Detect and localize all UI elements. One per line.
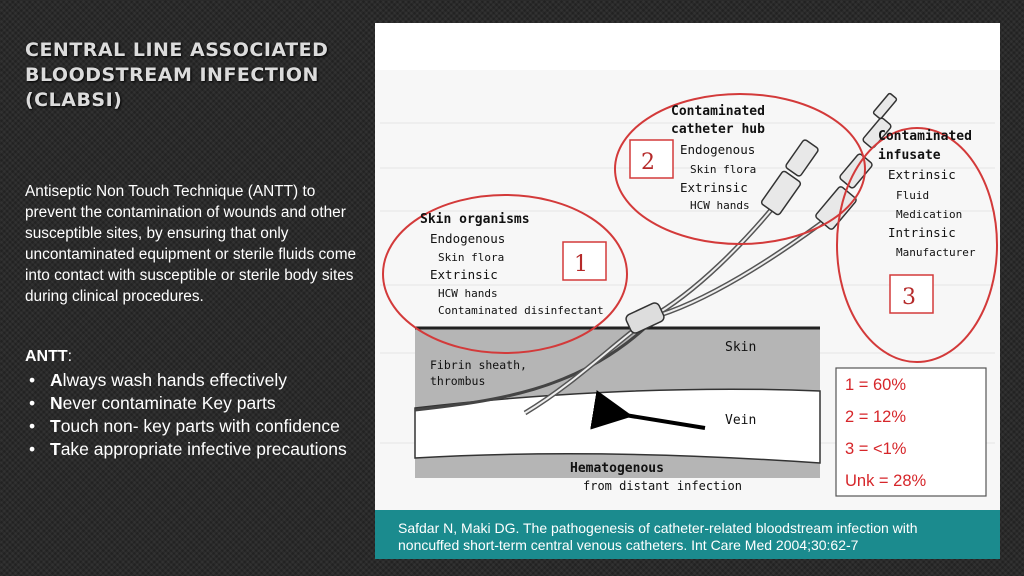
title-line-3: (CLABSI): [25, 89, 123, 111]
title-line-1: CENTRAL LINE ASSOCIATED: [25, 39, 329, 61]
hub-extr-sub: HCW hands: [690, 199, 750, 212]
skin-label: Skin: [725, 340, 756, 355]
vein-label: Vein: [725, 413, 756, 428]
caption-line-2: noncuffed short-term central venous cath…: [398, 537, 859, 553]
antt-heading: ANTT:: [25, 348, 72, 366]
catheter-hub-clamp: [625, 302, 665, 334]
skin-endo-sub: Skin flora: [438, 251, 504, 264]
antt-item-touch: • Touch non- key parts with confidence: [25, 415, 360, 438]
bullet-icon: •: [29, 416, 36, 436]
slide-title: CENTRAL LINE ASSOCIATED BLOODSTREAM INFE…: [25, 38, 345, 113]
num-box-1: [562, 241, 607, 281]
antt-text: lways wash hands effectively: [62, 370, 288, 390]
antt-item-take: • Take appropriate infective precautions: [25, 438, 360, 461]
antt-list: • Always wash hands effectively • Never co…: [25, 369, 360, 461]
hub-title-1: Contaminated: [671, 104, 765, 119]
antt-item-never: • Never contaminate Key parts: [25, 392, 360, 415]
antt-text: ouch non- key parts with confidence: [60, 416, 340, 436]
infusate-medication: Medication: [896, 208, 962, 221]
num-box-2: [629, 139, 674, 179]
fibrin-label-1: Fibrin sheath,: [430, 358, 527, 372]
skin-extr-sub-2: Contaminated disinfectant: [438, 304, 604, 317]
antt-initial: N: [50, 393, 63, 413]
infusate-title-1: Contaminated: [878, 129, 972, 144]
bullet-icon: •: [29, 439, 36, 459]
stat-1: 1 = 60%: [845, 376, 906, 394]
caption-line-1: Safdar N, Maki DG. The pathogenesis of c…: [398, 520, 918, 536]
infusate-fluid: Fluid: [896, 189, 929, 202]
infusate-manufacturer: Manufacturer: [896, 246, 976, 259]
circle-skin-organisms: [382, 194, 628, 354]
stat-2: 2 = 12%: [845, 408, 906, 426]
flow-arrow: [590, 390, 706, 430]
bullet-icon: •: [29, 393, 36, 413]
skin-extr: Extrinsic: [430, 267, 498, 282]
antt-heading-colon: :: [67, 348, 73, 365]
clabsi-figure: Contaminated catheter hub Endogenous Ski…: [375, 23, 1000, 559]
num-2: 2: [641, 150, 655, 175]
antt-initial: T: [50, 416, 61, 436]
skin-title: Skin organisms: [420, 212, 530, 227]
citation-caption: Safdar N, Maki DG. The pathogenesis of c…: [375, 510, 1000, 559]
hub-endo-sub: Skin flora: [690, 163, 756, 176]
stat-unk: Unk = 28%: [845, 472, 926, 490]
fibrin-label-2: thrombus: [430, 374, 485, 388]
infusate-title-2: infusate: [878, 148, 941, 163]
hemato-label-1: Hematogenous: [570, 461, 664, 476]
antt-text: ake appropriate infective precautions: [60, 439, 347, 459]
pathogenesis-diagram: Contaminated catheter hub Endogenous Ski…: [375, 70, 1000, 510]
hemato-label-2: from distant infection: [583, 479, 742, 493]
infusate-extr: Extrinsic: [888, 167, 956, 182]
hub-extr: Extrinsic: [680, 180, 748, 195]
stat-3: 3 = <1%: [845, 440, 907, 458]
antt-description: Antiseptic Non Touch Technique (ANTT) to…: [25, 183, 357, 305]
skin-extr-sub-1: HCW hands: [438, 287, 498, 300]
num-box-3: [889, 274, 934, 314]
antt-initial: T: [50, 439, 61, 459]
circle-infusate: [836, 127, 998, 363]
stats-box: [835, 367, 987, 497]
hub-endo: Endogenous: [680, 142, 755, 157]
num-3: 3: [902, 285, 916, 310]
num-1: 1: [574, 252, 588, 277]
skin-endo: Endogenous: [430, 231, 505, 246]
antt-heading-text: ANTT: [25, 348, 68, 365]
antt-item-always: • Always wash hands effectively: [25, 369, 360, 392]
title-line-2: BLOODSTREAM INFECTION: [25, 64, 319, 86]
antt-initial: A: [50, 370, 63, 390]
fibrin-sheath: [414, 326, 647, 412]
infusate-intr: Intrinsic: [888, 225, 956, 240]
hub-title-2: catheter hub: [671, 122, 765, 137]
circle-catheter-hub: [614, 93, 866, 245]
antt-text: ever contaminate Key parts: [62, 393, 276, 413]
bullet-icon: •: [29, 370, 36, 390]
